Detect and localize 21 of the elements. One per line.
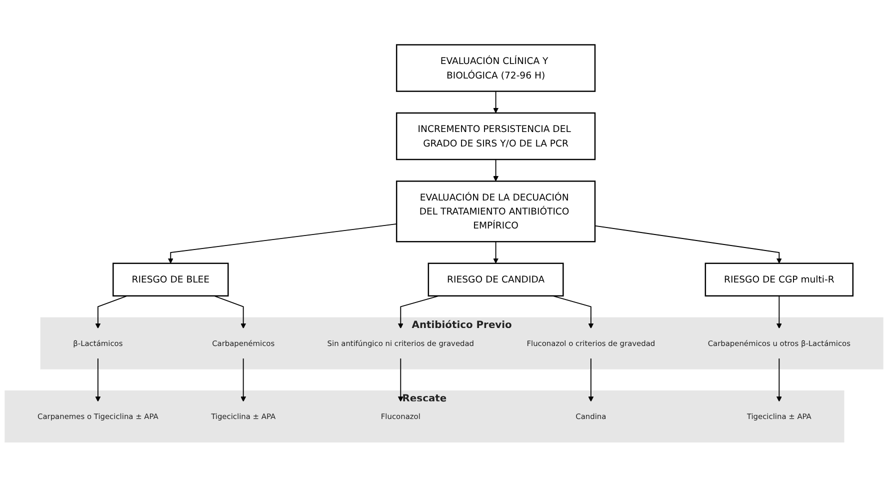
- node-box: RIESGO DE CGP multi-R: [704, 262, 854, 296]
- arrow: [214, 295, 246, 329]
- arrow: [493, 241, 499, 264]
- arrow: [398, 295, 440, 329]
- arrow: [552, 295, 594, 329]
- node-box: RIESGO DE CANDIDA: [428, 262, 564, 296]
- arrow: [594, 225, 782, 264]
- arrow: [168, 223, 398, 264]
- arrow: [240, 358, 246, 402]
- arrow: [588, 358, 594, 402]
- arrow: [776, 295, 782, 329]
- arrow: [398, 358, 404, 402]
- arrow: [493, 159, 499, 182]
- arrow: [776, 358, 782, 402]
- node-box: RIESGO DE BLEE: [112, 262, 229, 296]
- arrow: [95, 295, 128, 329]
- node-box: INCREMENTO PERSISTENCIA DEL GRADO DE SIRS Y/O DE LA PCR: [396, 112, 596, 160]
- arrow: [493, 90, 499, 114]
- node-box: EVALUACIÓN CLÍNICA Y BIOLÓGICA (72-96 H): [396, 44, 596, 92]
- arrow: [95, 358, 101, 402]
- node-box: EVALUACIÓN DE LA DECUACIÓN DEL TRATAMIENTO ANTIBIÓTICO EMPÍRICO: [396, 180, 596, 242]
